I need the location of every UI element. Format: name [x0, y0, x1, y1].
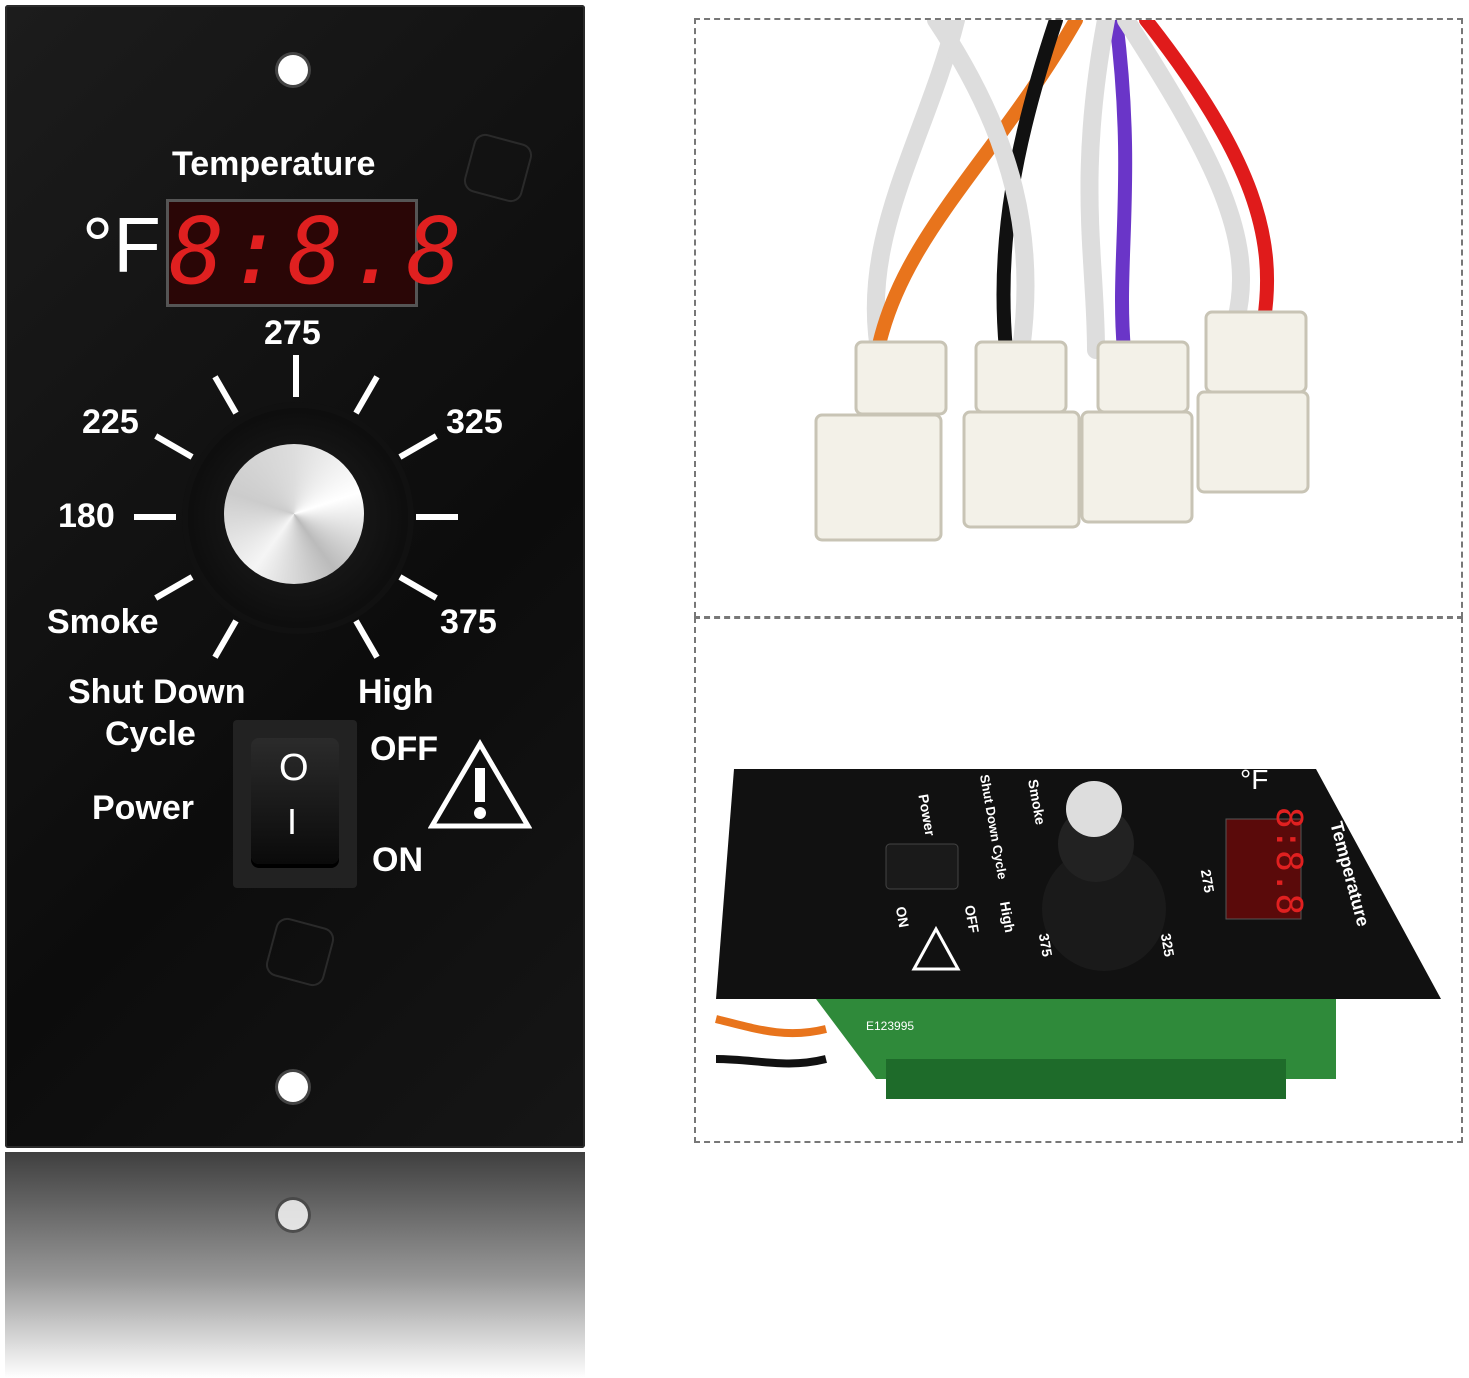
mount-hole-bottom — [278, 1072, 308, 1102]
fahrenheit-unit: °F — [82, 201, 161, 289]
dial-label-high: High — [358, 673, 434, 711]
wire-harness-illustration — [814, 11, 1310, 542]
led-display: 8:8.8 — [166, 199, 462, 307]
mount-hole-reflection — [278, 1200, 308, 1230]
mount-hole-top — [278, 55, 308, 85]
dial-tick — [212, 375, 239, 415]
dial-label-shutdown: Shut Down — [68, 673, 246, 711]
knob-cap — [224, 444, 364, 584]
warning-triangle-icon — [428, 739, 532, 829]
connectors — [814, 310, 1310, 542]
dial-tick — [398, 433, 438, 460]
dial-tick — [212, 619, 239, 659]
dial-tick — [398, 574, 438, 601]
on-label: ON — [372, 841, 423, 879]
dial-ticks — [134, 355, 458, 659]
pcb-marking: E123995 — [866, 1019, 915, 1033]
dial-label-cycle: Cycle — [105, 715, 196, 753]
dial-tick — [353, 375, 380, 415]
side-view-illustration — [715, 769, 1441, 1099]
dial-label-325: 325 — [446, 403, 503, 441]
dial-tick — [154, 574, 194, 601]
dial-label-375: 375 — [440, 603, 497, 641]
power-label: Power — [92, 789, 195, 827]
side-led-display: 8:8.8 — [1268, 806, 1310, 916]
dial-tick — [353, 619, 380, 659]
side-unit: °F — [1240, 764, 1269, 795]
dial-label-225: 225 — [82, 403, 139, 441]
off-symbol: O — [279, 747, 309, 789]
dial-tick — [154, 433, 194, 460]
dial-label-smoke: Smoke — [47, 603, 159, 641]
panel-reflection — [5, 1152, 585, 1378]
dial-label-180: 180 — [58, 497, 115, 535]
temperature-title: Temperature — [172, 145, 376, 183]
on-symbol: I — [287, 801, 298, 842]
off-label: OFF — [370, 730, 438, 768]
side-view-photo: 8:8.8 Temperature °F 275 325 375 High OF… — [694, 617, 1463, 1143]
dial-label-275: 275 — [264, 314, 321, 352]
side-label-on: ON — [892, 905, 913, 929]
wire-harness-photo — [694, 11, 1463, 618]
power-rocker-switch[interactable]: O I — [251, 738, 339, 864]
